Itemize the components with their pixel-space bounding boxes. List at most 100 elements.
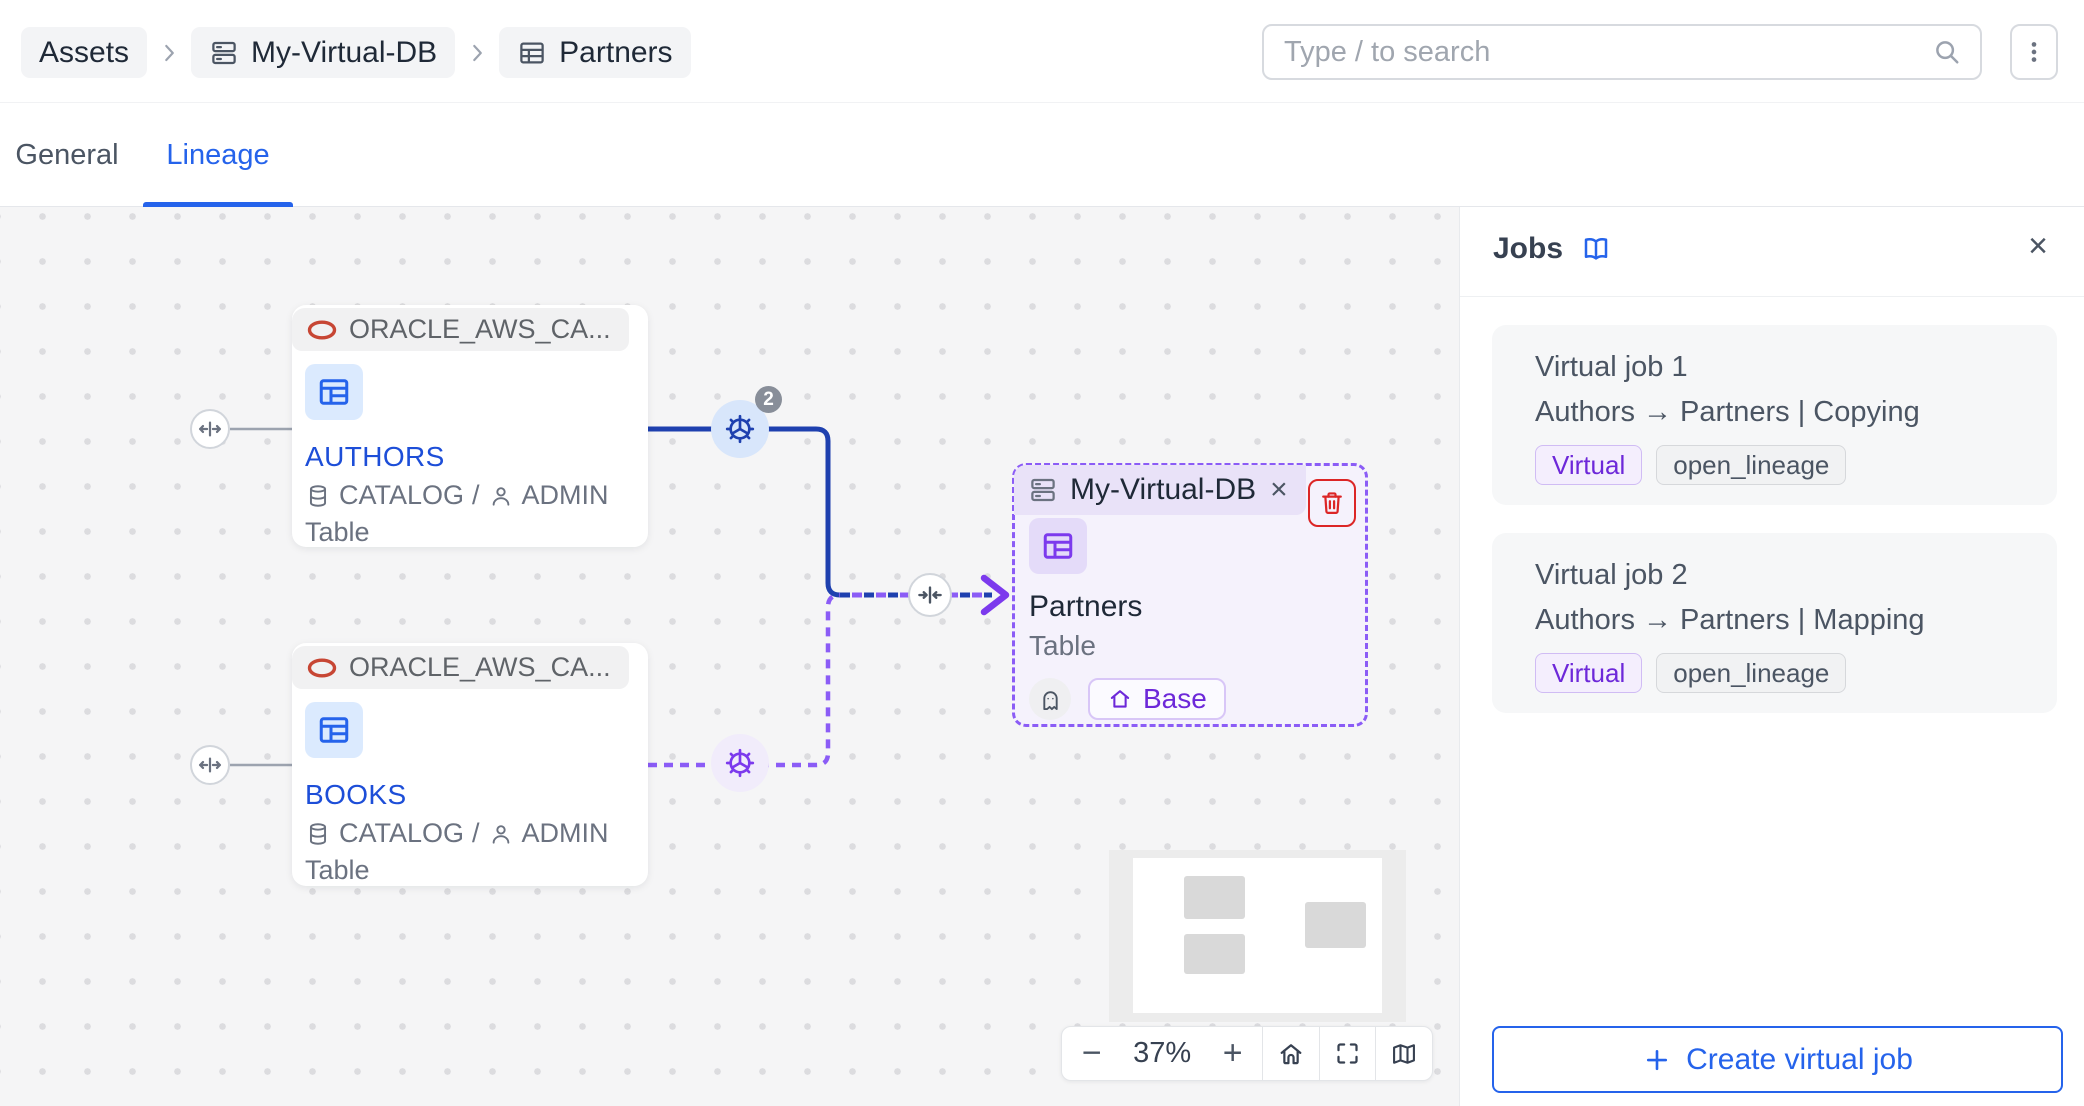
delete-node-button[interactable] (1308, 479, 1356, 527)
expand-horizontal-icon (198, 421, 222, 437)
job-2-virtual-badge: Virtual (1535, 653, 1643, 693)
minimap[interactable] (1109, 850, 1406, 1022)
tab-bar: General Lineage (0, 104, 2084, 207)
home-icon (1110, 690, 1130, 708)
breadcrumb-partners[interactable]: Partners (499, 27, 691, 78)
chevron-right-icon (464, 40, 490, 66)
base-badge: Base (1088, 678, 1226, 720)
authors-type: Table (305, 517, 370, 547)
partners-type: Table (1029, 630, 1096, 661)
tab-lineage[interactable]: Lineage (166, 138, 270, 171)
partners-db-label: My-Virtual-DB (1070, 473, 1257, 506)
tab-general[interactable]: General (15, 138, 119, 171)
minimap-toggle-button[interactable] (1376, 1027, 1432, 1080)
create-virtual-job-button[interactable]: Create virtual job (1492, 1026, 2063, 1093)
authors-title[interactable]: AUTHORS (305, 441, 445, 472)
oracle-icon (307, 657, 337, 678)
partners-db-chip: My-Virtual-DB × (1014, 465, 1306, 515)
catalog-db-icon (309, 822, 327, 845)
home-icon (1280, 1043, 1302, 1064)
global-search (1262, 24, 1982, 80)
job-1-virtual-badge: Virtual (1535, 445, 1643, 485)
table-icon (305, 702, 363, 758)
separator: / (472, 480, 480, 510)
job-1-openlineage-badge: open_lineage (1656, 445, 1847, 485)
remove-virtual-db-button[interactable]: × (1270, 473, 1288, 506)
job-1-description: Authors → Partners | Copying (1535, 396, 1920, 428)
node-partners[interactable]: My-Virtual-DB × Partners Table (1012, 463, 1368, 727)
jobs-panel-title: Jobs (1493, 232, 1564, 265)
user-icon (492, 824, 509, 844)
breadcrumb-my-virtual-db[interactable]: My-Virtual-DB (191, 27, 456, 78)
breadcrumb-partners-label: Partners (559, 35, 673, 69)
table-icon (305, 364, 363, 420)
jobs-on-edge-books-button[interactable] (711, 734, 769, 792)
ghost-asset-indicator (1029, 678, 1071, 720)
database-icon (209, 38, 239, 68)
job-2-openlineage-badge: open_lineage (1656, 653, 1847, 693)
active-tab-underline (143, 202, 293, 207)
kebab-icon (2031, 42, 2037, 62)
breadcrumb-assets-label: Assets (39, 35, 130, 69)
search-input[interactable] (1264, 35, 1932, 69)
fullscreen-icon (1337, 1043, 1358, 1064)
ghost-icon (1042, 690, 1058, 710)
docs-book-icon[interactable] (1580, 234, 1612, 264)
fullscreen-button[interactable] (1320, 1027, 1376, 1080)
job-2-description: Authors → Partners | Mapping (1535, 604, 1925, 636)
catalog-db-icon (309, 484, 327, 507)
trash-icon (1322, 492, 1342, 515)
minimap-viewport (1133, 858, 1382, 1013)
jobs-on-edge-authors-button[interactable] (711, 400, 769, 458)
expand-horizontal-icon (198, 757, 222, 773)
gear-icon (725, 748, 755, 778)
books-owner-label: ADMIN (521, 818, 609, 848)
toolbar-divider (1375, 1027, 1377, 1080)
table-icon (1029, 518, 1087, 574)
toolbar-divider (1262, 1027, 1264, 1080)
expand-upstream-authors-button[interactable] (190, 409, 230, 449)
node-books[interactable]: ORACLE_AWS_CA... BOOKS CATALOG / ADMIN T… (292, 643, 648, 886)
books-title[interactable]: BOOKS (305, 779, 407, 810)
node-authors[interactable]: ORACLE_AWS_CA... AUTHORS CATALOG / ADMIN… (292, 305, 648, 547)
breadcrumb: Assets My-Virtual-DB Partners (21, 27, 691, 78)
chevron-right-icon (156, 40, 182, 66)
zoom-level: 37% (1133, 1037, 1192, 1069)
expand-upstream-books-button[interactable] (190, 745, 230, 785)
books-source-chip: ORACLE_AWS_CA... (292, 646, 629, 689)
job-card-1[interactable]: Virtual job 1 Authors → Partners | Copyi… (1492, 325, 2057, 505)
map-icon (1393, 1043, 1416, 1064)
authors-source-chip: ORACLE_AWS_CA... (292, 308, 629, 351)
gear-icon (725, 414, 755, 444)
books-source-label: ORACLE_AWS_CA... (349, 652, 611, 682)
base-badge-label: Base (1143, 683, 1207, 714)
authors-source-label: ORACLE_AWS_CA... (349, 314, 611, 344)
toolbar-divider (1318, 1027, 1320, 1080)
minimap-node-books (1184, 934, 1245, 974)
zoom-out-button[interactable]: − (1081, 1034, 1102, 1072)
jobs-panel-header: Jobs × (1460, 207, 2084, 297)
table-icon (517, 38, 547, 68)
authors-owner-label: ADMIN (521, 480, 609, 510)
more-options-button[interactable] (2010, 24, 2058, 80)
breadcrumb-assets[interactable]: Assets (21, 27, 148, 78)
job-card-2[interactable]: Virtual job 2 Authors → Partners | Mappi… (1492, 533, 2057, 713)
canvas-toolbar: − 37% + (1061, 1026, 1433, 1081)
user-icon (492, 486, 509, 506)
lineage-canvas[interactable]: ORACLE_AWS_CA... AUTHORS CATALOG / ADMIN… (0, 207, 1459, 1106)
minimap-node-authors (1184, 876, 1245, 919)
authors-meta: CATALOG / ADMIN (305, 480, 648, 511)
fit-view-button[interactable] (1263, 1027, 1319, 1080)
edge-arrowhead (980, 574, 1010, 616)
separator: / (472, 818, 480, 848)
job-2-name: Virtual job 2 (1535, 559, 1688, 591)
breadcrumb-db-label: My-Virtual-DB (251, 35, 438, 69)
zoom-in-button[interactable]: + (1222, 1034, 1243, 1072)
books-meta: CATALOG / ADMIN (305, 818, 648, 849)
collapse-edge-button[interactable] (908, 573, 952, 617)
close-jobs-panel-button[interactable]: × (2028, 227, 2048, 265)
collapse-horizontal-icon (918, 586, 942, 604)
jobs-panel: Jobs × Virtual job 1 Authors → Partners … (1459, 207, 2084, 1106)
partners-title[interactable]: Partners (1029, 590, 1143, 623)
